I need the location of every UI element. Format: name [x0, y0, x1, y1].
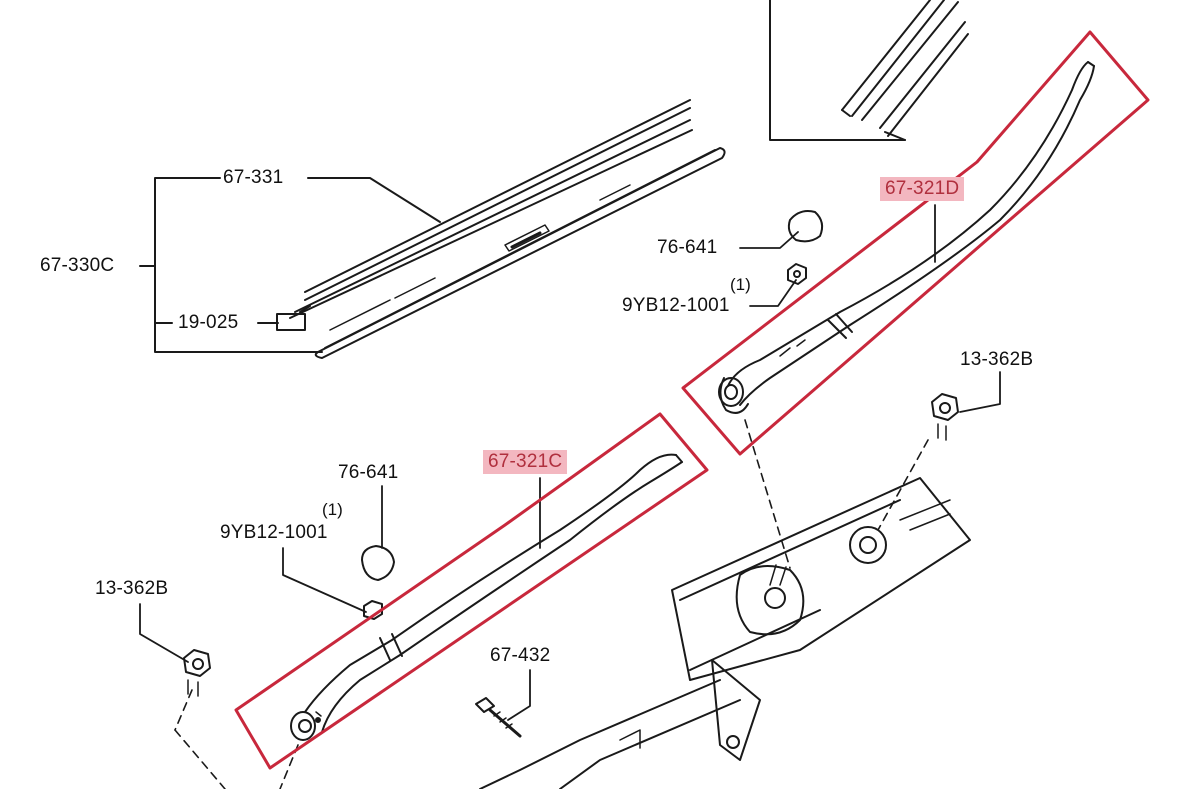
- quantity-left: (1): [322, 500, 343, 520]
- label-67-331: 67-331: [221, 167, 286, 189]
- label-67-432: 67-432: [488, 645, 553, 667]
- blade-inset-drawing: [769, 0, 969, 141]
- label-19-025: 19-025: [176, 312, 241, 334]
- blade-assembly-drawing: [276, 99, 726, 359]
- highlight-box-67-321d: [681, 30, 1150, 456]
- highlight-boxes: [234, 30, 1150, 770]
- quantity-top: (1): [730, 275, 751, 295]
- label-9yb12-1001-left: 9YB12-1001: [218, 522, 330, 544]
- label-13-362b-right: 13-362B: [958, 349, 1036, 371]
- label-67-321d: 67-321D: [880, 177, 965, 201]
- leader-lines: [139, 204, 1001, 721]
- highlight-box-67-321c: [234, 412, 709, 770]
- wiper-linkage-drawing: [479, 477, 971, 790]
- label-13-362b-left: 13-362B: [93, 578, 171, 600]
- label-67-330c: 67-330C: [38, 255, 117, 277]
- label-76-641-left: 76-641: [336, 462, 401, 484]
- arm-67-321d-drawing: [718, 61, 1095, 414]
- arm-67-321c-drawing: [290, 453, 683, 741]
- leader-lines-blade: [139, 177, 441, 353]
- label-67-321c: 67-321C: [483, 450, 568, 474]
- small-parts-drawing: [183, 210, 959, 738]
- label-76-641-top: 76-641: [655, 237, 720, 259]
- dashed-guides: [174, 419, 929, 790]
- label-9yb12-1001-top: 9YB12-1001: [620, 295, 732, 317]
